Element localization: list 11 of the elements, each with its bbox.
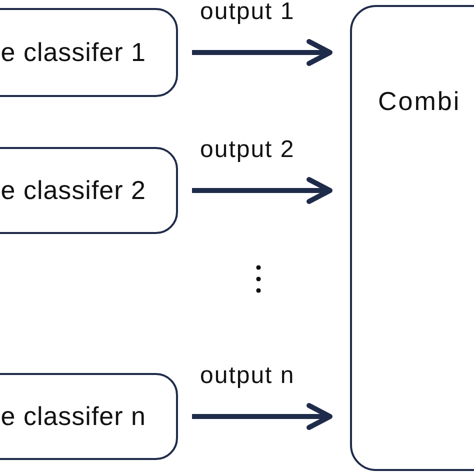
arrow: [192, 39, 332, 66]
classifier-box: [0, 373, 178, 460]
arrow: [192, 177, 332, 204]
arrow: [192, 403, 332, 430]
node-text: e classifer 2: [0, 176, 146, 206]
edge-label: output 1: [200, 0, 295, 26]
node-text: e classifer n: [0, 402, 146, 432]
node-text: e classifer 1: [0, 38, 146, 68]
classifier-box: [0, 147, 178, 234]
classifier-box: [0, 8, 178, 97]
node-text: Combi: [378, 87, 461, 117]
